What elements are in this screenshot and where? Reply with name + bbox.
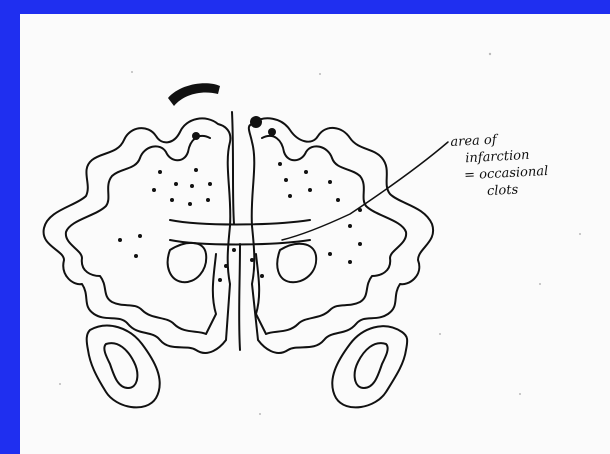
brain-coronal-section-drawing <box>20 14 610 454</box>
right-basal-nucleus <box>277 244 316 282</box>
paper-speckles <box>59 53 581 415</box>
infarct-mark <box>168 83 220 106</box>
left-hemisphere-outline <box>44 118 231 352</box>
annotation-pointer-line <box>282 142 448 240</box>
annotation-note: area of infarction = occasional clots <box>450 126 603 202</box>
right-temporal-lobe <box>332 326 407 407</box>
lesion-marks <box>168 83 276 140</box>
longitudinal-fissure <box>232 112 240 350</box>
right-cortex-contour <box>256 136 406 334</box>
sketch-paper: area of infarction = occasional clots <box>20 14 610 454</box>
left-temporal-lobe <box>87 326 160 408</box>
left-basal-nucleus <box>168 243 207 282</box>
corpus-callosum <box>170 220 310 245</box>
